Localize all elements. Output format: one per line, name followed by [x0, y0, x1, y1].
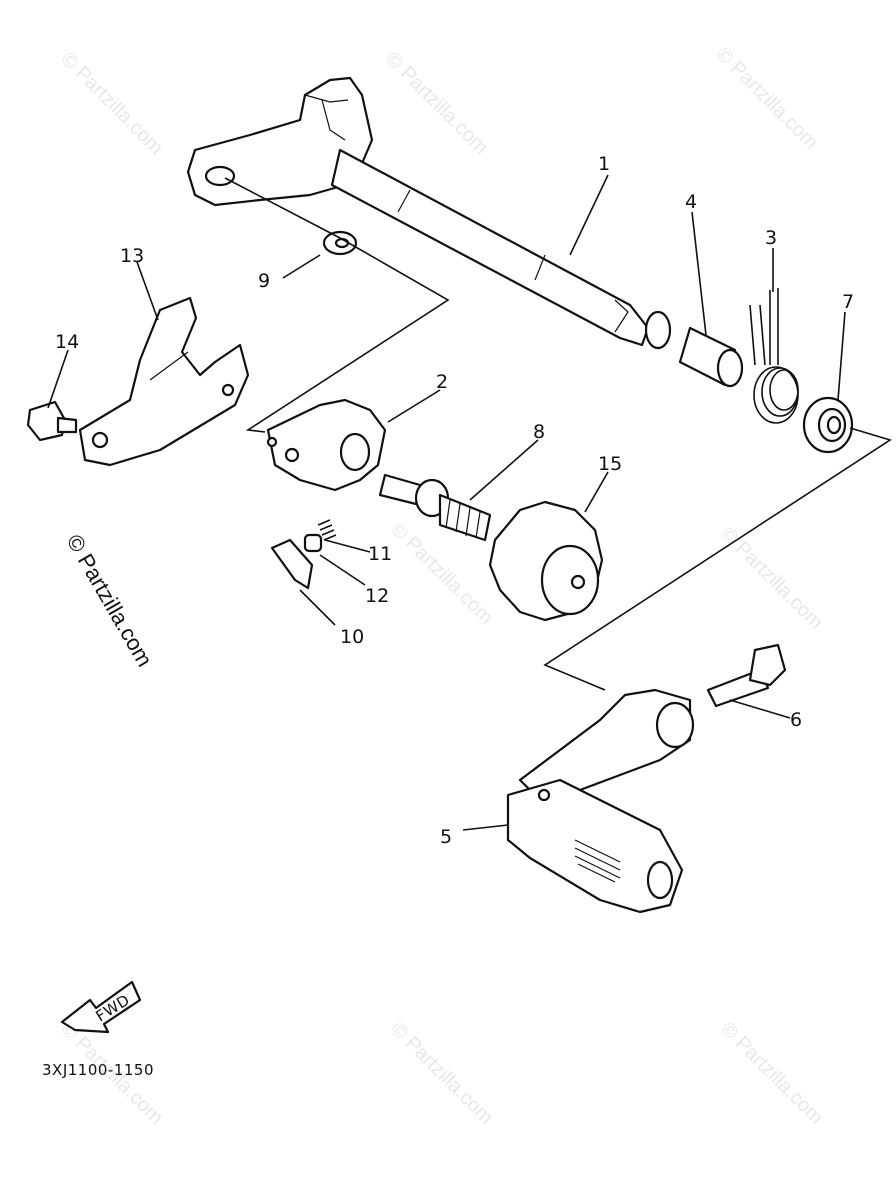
watermark-text: © Partzilla.com [711, 43, 822, 154]
watermark-text-dark: © Partzilla.com [62, 530, 158, 671]
part-15-shift-drum-cam [488, 500, 604, 622]
part-13-shift-plate [78, 296, 250, 467]
pedal-rubber-texture [574, 839, 621, 883]
callout-13: 13 [120, 245, 144, 267]
callout-3: 3 [765, 227, 777, 249]
watermark-text: © Partzilla.com [386, 1018, 497, 1129]
fwd-arrow-icon: FWD [60, 980, 142, 1034]
part-6-bolt [706, 643, 787, 708]
callout-7: 7 [842, 291, 854, 313]
part-2-shift-arm [266, 398, 387, 492]
callout-14: 14 [55, 331, 79, 353]
callout-6: 6 [790, 709, 802, 731]
callout-10: 10 [340, 626, 364, 648]
part-3-torsion-spring [749, 288, 799, 424]
callout-4: 4 [685, 191, 697, 213]
watermark-text: © Partzilla.com [56, 48, 167, 159]
diagram-code: 3XJ1100-1150 [42, 1061, 154, 1079]
part-5-shift-pedal [506, 688, 695, 914]
callout-15: 15 [598, 453, 622, 475]
callout-labels: 1 4 3 7 13 14 9 2 8 15 11 12 10 5 6 [55, 153, 854, 848]
part-12-pin [303, 533, 323, 553]
part-1-shift-shaft [186, 76, 672, 350]
callout-8: 8 [533, 421, 545, 443]
watermark-text: © Partzilla.com [716, 523, 827, 634]
part-4-collar [678, 326, 744, 388]
callout-9: 9 [258, 270, 270, 292]
part-7-oil-seal [802, 396, 854, 454]
part-14-bolt [26, 400, 78, 442]
watermark-text: © Partzilla.com [716, 1018, 827, 1129]
callout-1: 1 [598, 153, 610, 175]
part-10-stopper [270, 538, 314, 590]
part-11-spring [317, 519, 337, 541]
part-9-washer [322, 230, 358, 256]
part-8-stud-bolt [378, 473, 492, 542]
callout-5: 5 [440, 826, 452, 848]
callout-2: 2 [436, 371, 448, 393]
leader-lines [47, 174, 892, 831]
watermark-text: © Partzilla.com [381, 48, 492, 159]
callout-11: 11 [368, 543, 392, 565]
callout-12: 12 [365, 585, 389, 607]
